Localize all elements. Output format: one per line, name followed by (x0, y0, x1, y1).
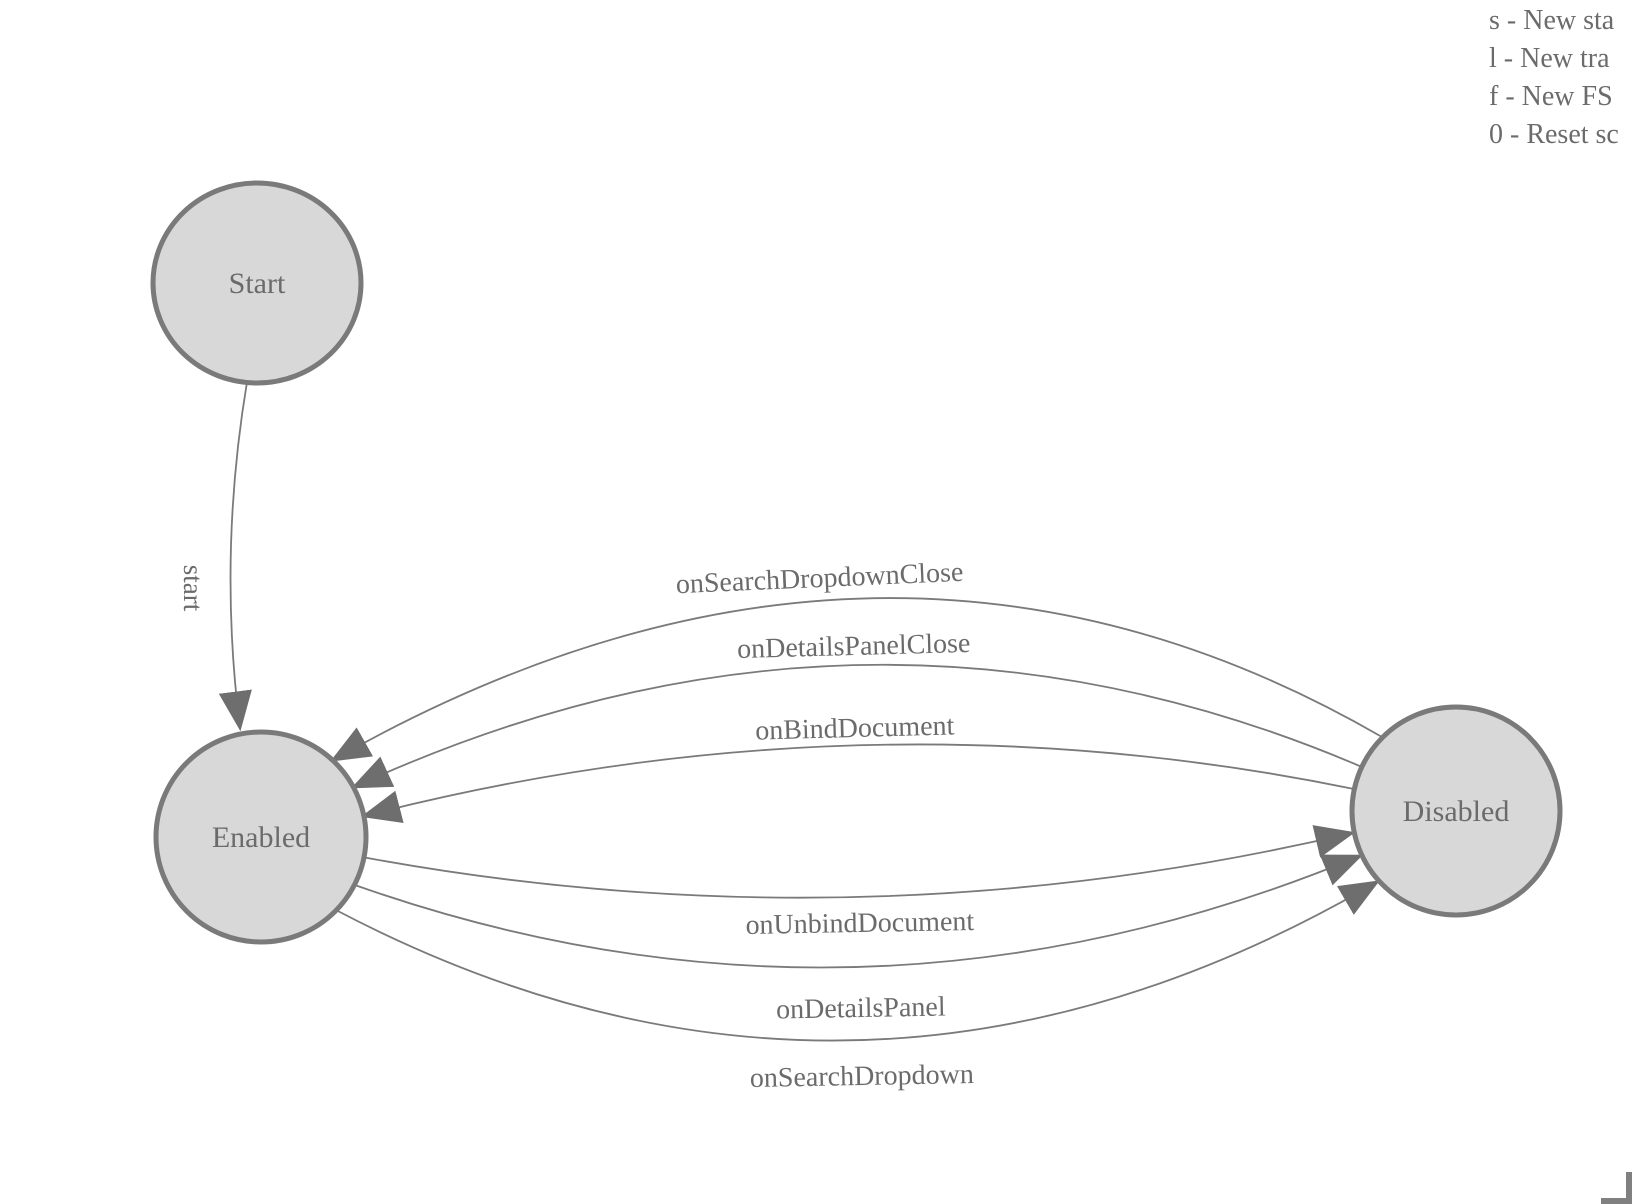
transition-start: start (178, 381, 252, 732)
state-node-start: Start (150, 180, 364, 386)
transition-onBindDocument: onBindDocument (360, 710, 1355, 824)
transition-path-onUnbindDocument[interactable] (361, 825, 1356, 899)
legend-item-new-transition: l - New tra (1489, 43, 1610, 74)
legend-item-reset: 0 - Reset sc (1489, 119, 1619, 150)
transition-label-onBindDocument: onBindDocument (755, 710, 955, 746)
transition-path-start[interactable] (218, 381, 252, 732)
transition-label-onSearchDropdownClose: onSearchDropdownClose (675, 557, 964, 601)
transition-label-onSearchDropdown: onSearchDropdown (750, 1059, 974, 1094)
transition-label-start: start (178, 565, 208, 612)
transition-path-onSearchDropdown[interactable] (333, 880, 1380, 1042)
legend-item-new-state: s - New sta (1489, 5, 1615, 36)
state-node-enabled: Enabled (153, 729, 369, 945)
transition-onDetailsPanel: onDetailsPanel (351, 854, 1364, 1026)
state-circle-disabled[interactable] (1349, 704, 1563, 918)
transition-path-onDetailsPanelClose[interactable] (350, 663, 1363, 789)
state-circle-start[interactable] (150, 180, 364, 386)
state-label-enabled: Enabled (212, 821, 310, 854)
transition-label-onDetailsPanel: onDetailsPanel (776, 992, 946, 1026)
transition-path-onBindDocument[interactable] (360, 743, 1355, 824)
state-node-disabled: Disabled (1349, 704, 1563, 918)
transition-onDetailsPanelClose: onDetailsPanelClose (350, 628, 1363, 789)
legend-item-new-fsm: f - New FS (1489, 81, 1613, 112)
transition-label-onDetailsPanelClose: onDetailsPanelClose (737, 628, 971, 665)
transition-label-onUnbindDocument: onUnbindDocument (745, 906, 974, 941)
shortcut-legend: s - New sta l - New tra f - New FS 0 - R… (1489, 2, 1619, 154)
corner-frame-mark (1601, 1172, 1632, 1204)
state-label-disabled: Disabled (1403, 795, 1510, 828)
state-circle-enabled[interactable] (153, 729, 369, 945)
transition-path-onDetailsPanel[interactable] (351, 854, 1364, 969)
transition-onSearchDropdown: onSearchDropdown (333, 880, 1380, 1094)
transition-path-onSearchDropdownClose[interactable] (330, 597, 1383, 762)
state-label-start: Start (229, 267, 286, 300)
transition-onUnbindDocument: onUnbindDocument (361, 825, 1356, 941)
